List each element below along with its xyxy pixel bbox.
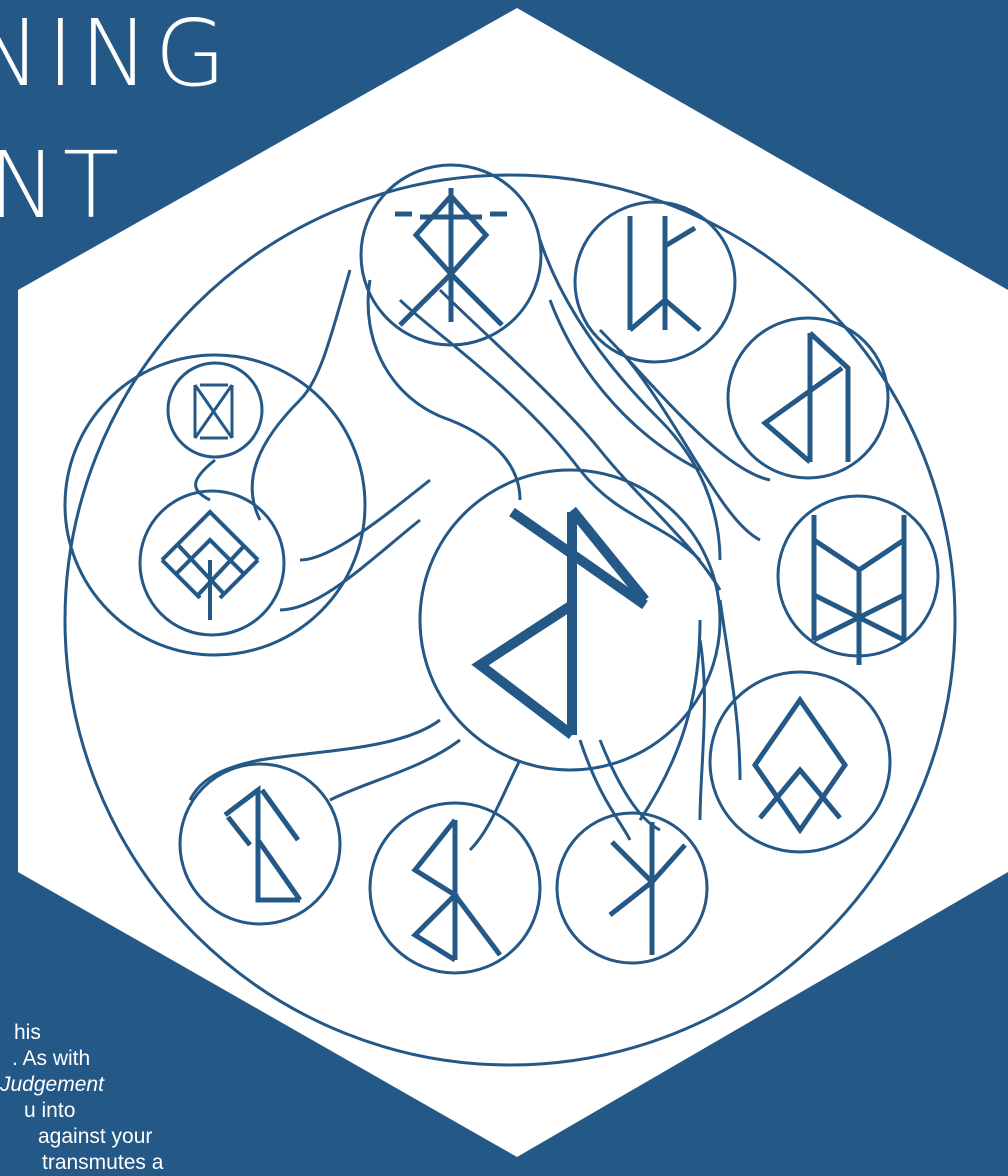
page-title-line-2: NT (0, 140, 125, 232)
body-line-5: against your (0, 1124, 300, 1150)
page-title-line-1: NING (0, 8, 232, 100)
body-paragraph: his . As with Judgement u into against y… (0, 1020, 300, 1176)
body-line-6: transmutes a (0, 1150, 300, 1176)
body-line-2: . As with (0, 1046, 300, 1072)
body-line-4: u into (0, 1098, 300, 1124)
body-line-3: Judgement (0, 1072, 300, 1098)
body-line-1: his (0, 1020, 300, 1046)
